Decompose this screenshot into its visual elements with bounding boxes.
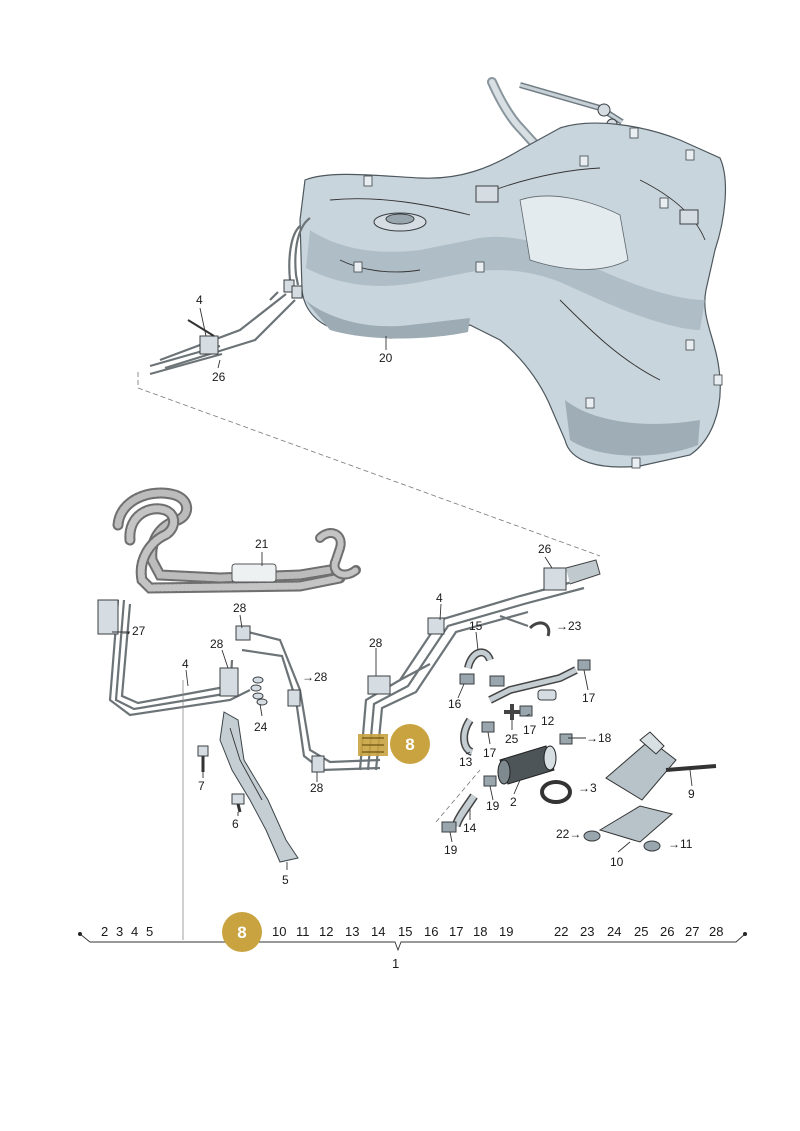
part-8-badge-circle bbox=[390, 724, 430, 764]
fuel-tank-illustration bbox=[149, 77, 727, 469]
legend-item-5[interactable]: 5 bbox=[146, 924, 153, 939]
braided-hose bbox=[112, 487, 361, 594]
callout-19-bottom: 19 bbox=[444, 843, 458, 857]
callout-12: 12 bbox=[541, 714, 555, 728]
clip-8-highlight bbox=[358, 734, 388, 756]
legend-item-11[interactable]: 11 bbox=[296, 924, 310, 939]
callout-28-mid: 28 bbox=[369, 636, 383, 650]
callout-14: 14 bbox=[463, 821, 477, 835]
bolt-7 bbox=[197, 745, 209, 772]
legend-selected-label: 8 bbox=[237, 923, 246, 942]
detail-connector bbox=[137, 372, 601, 557]
callout-22: 22→ bbox=[556, 827, 581, 841]
callout-17-center: 17 bbox=[483, 746, 497, 760]
legend-item-4[interactable]: 4 bbox=[131, 924, 138, 939]
callout-15: 15 bbox=[469, 619, 483, 633]
callout-27: →27 bbox=[120, 624, 146, 638]
legend-item-2[interactable]: 2 bbox=[101, 924, 108, 939]
callout-24: 24 bbox=[254, 720, 268, 734]
fuel-filter bbox=[497, 745, 572, 804]
callout-4-right: 4 bbox=[436, 591, 443, 605]
callout-11: →11 bbox=[668, 837, 693, 851]
callout-17-right: 17 bbox=[582, 691, 596, 705]
callout-16: 16 bbox=[448, 697, 462, 711]
tank-callout-leaders bbox=[199, 307, 387, 369]
legend-item-16[interactable]: 16 bbox=[424, 924, 438, 939]
legend-item-23[interactable]: 23 bbox=[580, 924, 594, 939]
callout-7: 7 bbox=[198, 779, 205, 793]
legend-selected[interactable]: 8 bbox=[222, 912, 262, 952]
callout-25: 25 bbox=[505, 732, 519, 746]
callout-26: 26 bbox=[538, 542, 552, 556]
callout-23: →23 bbox=[556, 619, 582, 633]
hoses-and-clamps bbox=[441, 621, 591, 833]
legend-item-13[interactable]: 13 bbox=[345, 924, 359, 939]
callout-tank-26: 26 bbox=[212, 370, 226, 384]
legend-item-17[interactable]: 17 bbox=[449, 924, 463, 939]
callout-10: 10 bbox=[610, 855, 624, 869]
part-8-badge-label: 8 bbox=[405, 735, 414, 754]
legend-item-28[interactable]: 28 bbox=[709, 924, 723, 939]
callout-9: 9 bbox=[688, 787, 695, 801]
callout-3: →3 bbox=[578, 781, 597, 795]
legend-item-25[interactable]: 25 bbox=[634, 924, 648, 939]
legend-item-14[interactable]: 14 bbox=[371, 924, 385, 939]
legend-item-24[interactable]: 24 bbox=[607, 924, 621, 939]
callout-28-bottom: 28 bbox=[310, 781, 324, 795]
callout-tank-4: 4 bbox=[196, 293, 203, 307]
legend-item-18[interactable]: 18 bbox=[473, 924, 487, 939]
part-8-badge[interactable]: 8 bbox=[390, 724, 430, 764]
legend-numbers-right: 10 11 12 13 14 15 16 17 18 19 22 23 24 25 26 27 28 bbox=[272, 924, 723, 939]
legend-item-27[interactable]: 27 bbox=[685, 924, 699, 939]
bolt-6 bbox=[231, 793, 245, 813]
callout-tank-20: 20 bbox=[379, 351, 393, 365]
legend-item-12[interactable]: 12 bbox=[319, 924, 333, 939]
callout-28-left: 28 bbox=[210, 637, 224, 651]
legend-item-26[interactable]: 26 bbox=[660, 924, 674, 939]
callout-18: →18 bbox=[586, 731, 612, 745]
legend-item-22[interactable]: 22 bbox=[554, 924, 568, 939]
legend-item-10[interactable]: 10 bbox=[272, 924, 286, 939]
callout-4-left: 4 bbox=[182, 657, 189, 671]
callout-13: 13 bbox=[459, 755, 473, 769]
callout-19-center: 19 bbox=[486, 799, 500, 813]
callout-6: 6 bbox=[232, 817, 239, 831]
clip-stack bbox=[250, 676, 268, 706]
fuel-lines-illustration bbox=[97, 487, 717, 940]
callout-17-mid: 17 bbox=[523, 723, 537, 737]
filter-shield bbox=[583, 731, 717, 852]
legend-selected-circle bbox=[222, 912, 262, 952]
legend-item-19[interactable]: 19 bbox=[499, 924, 513, 939]
callout-5: 5 bbox=[282, 873, 289, 887]
callout-28-top: 28 bbox=[233, 601, 247, 615]
group-connector bbox=[435, 769, 481, 823]
legend-item-15[interactable]: 15 bbox=[398, 924, 412, 939]
callout-leaders bbox=[185, 552, 693, 870]
callout-28-arrow: →28 bbox=[302, 670, 328, 684]
callout-21: 21 bbox=[255, 537, 269, 551]
callout-2: 2 bbox=[510, 795, 517, 809]
legend-item-3[interactable]: 3 bbox=[116, 924, 123, 939]
legend-total: 1 bbox=[392, 956, 399, 971]
